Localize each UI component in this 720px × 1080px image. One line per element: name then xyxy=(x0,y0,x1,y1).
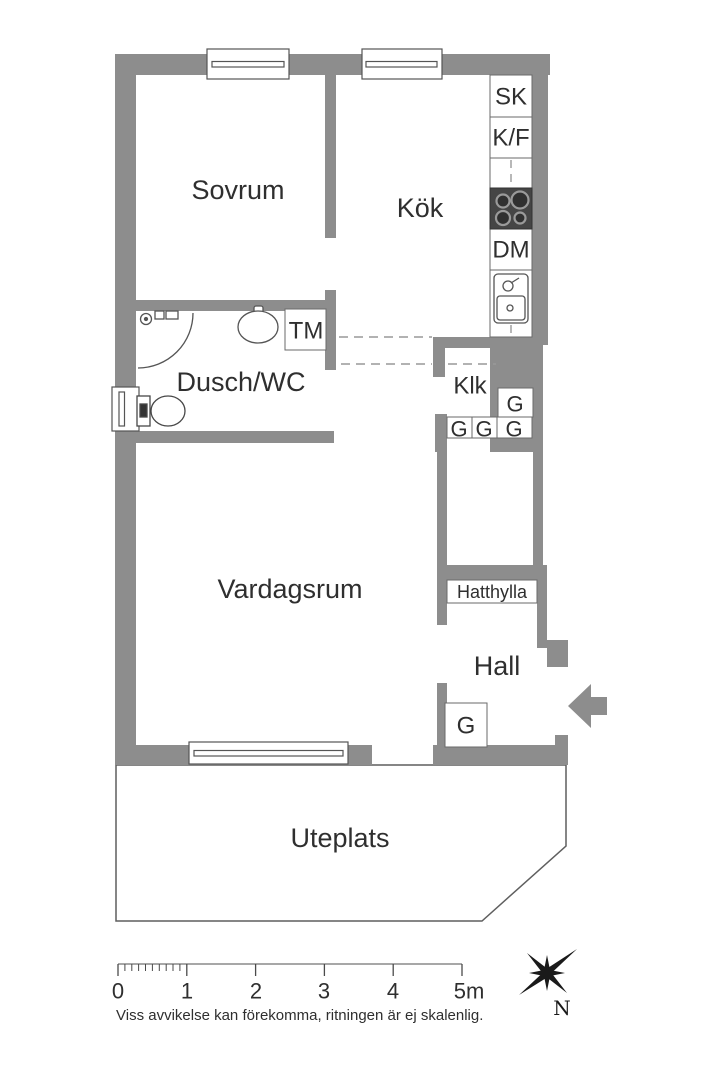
wall-hall-left xyxy=(437,683,447,747)
label-hall: Hall xyxy=(474,651,521,681)
scale-label-3: 3 xyxy=(318,979,330,1004)
window-duschwc xyxy=(111,386,140,432)
wall-bottom-right xyxy=(433,745,568,765)
wall-sovrum-kok-divider xyxy=(325,75,336,238)
g-box-single xyxy=(497,387,534,418)
kitchen-counter xyxy=(489,74,533,338)
wall-right-hall xyxy=(537,580,547,648)
windows xyxy=(111,48,443,765)
label-g-row-3: G xyxy=(505,417,522,442)
wall-top xyxy=(115,54,550,75)
label-hatthylla: Hatthylla xyxy=(457,582,528,602)
label-g-hall: G xyxy=(457,713,476,740)
window-kok xyxy=(361,48,443,80)
label-dm: DM xyxy=(492,237,529,264)
fixture-labels: SK K/F DM TM G G G G Hatthylla G xyxy=(289,84,530,740)
scale-label-1: 1 xyxy=(181,979,193,1004)
toilet-icon xyxy=(136,395,186,427)
room-labels: Sovrum Kök Dusch/WC Vardagsrum Klk Hall … xyxy=(176,175,520,853)
label-klk: Klk xyxy=(453,373,487,400)
label-uteplats: Uteplats xyxy=(290,823,389,853)
wall-duschwc-bottom xyxy=(136,431,334,443)
label-g-row-2: G xyxy=(475,417,492,442)
disclaimer-text: Viss avvikelse kan förekomma, ritningen … xyxy=(116,1007,483,1024)
wall-klk-top xyxy=(433,337,543,348)
label-duschwc: Dusch/WC xyxy=(176,367,305,397)
wall-corridor-right xyxy=(533,452,543,565)
wall-entry-bottom xyxy=(555,735,568,747)
wall-corridor-left xyxy=(437,452,447,625)
tm-box xyxy=(284,308,327,351)
label-kok: Kök xyxy=(397,193,444,223)
wall-hatthylla xyxy=(447,565,547,580)
label-vardagsrum: Vardagsrum xyxy=(217,574,362,604)
sink-icon xyxy=(493,273,529,324)
compass-north-label: N xyxy=(553,996,571,1020)
entrance-arrow-icon xyxy=(568,684,607,728)
scale-label-5m: 5m xyxy=(454,979,485,1004)
label-kf: K/F xyxy=(492,125,529,152)
wall-klk-left-lower xyxy=(435,414,447,452)
wall-entry-step xyxy=(547,640,568,667)
washbasin-icon xyxy=(237,305,279,344)
wall-duschwc-top xyxy=(136,300,336,311)
g-box-row xyxy=(446,416,533,439)
shower-icon xyxy=(137,310,194,369)
g-box-hall xyxy=(444,702,488,748)
label-tm: TM xyxy=(289,318,324,345)
window-sovrum xyxy=(206,48,290,80)
window-vardagsrum xyxy=(188,741,349,765)
wall-right-kitchen xyxy=(532,54,548,345)
bathroom-fixtures xyxy=(136,305,327,427)
label-sovrum: Sovrum xyxy=(191,175,284,205)
label-sk: SK xyxy=(495,84,527,111)
label-g-row-1: G xyxy=(450,417,467,442)
closet-boxes xyxy=(444,387,538,748)
scale-label-4: 4 xyxy=(387,979,399,1004)
compass-rose-icon: N xyxy=(519,949,577,1020)
opening-dashes xyxy=(339,336,496,365)
wall-klk-left-upper xyxy=(433,337,445,377)
stove-icon xyxy=(489,187,533,230)
wall-tm xyxy=(325,290,336,370)
scale-label-2: 2 xyxy=(250,979,262,1004)
hatthylla-box xyxy=(446,579,538,604)
scale-bar: 0 1 2 3 4 5m xyxy=(112,963,485,1004)
label-g-single: G xyxy=(506,392,523,417)
scale-label-0: 0 xyxy=(112,979,124,1004)
